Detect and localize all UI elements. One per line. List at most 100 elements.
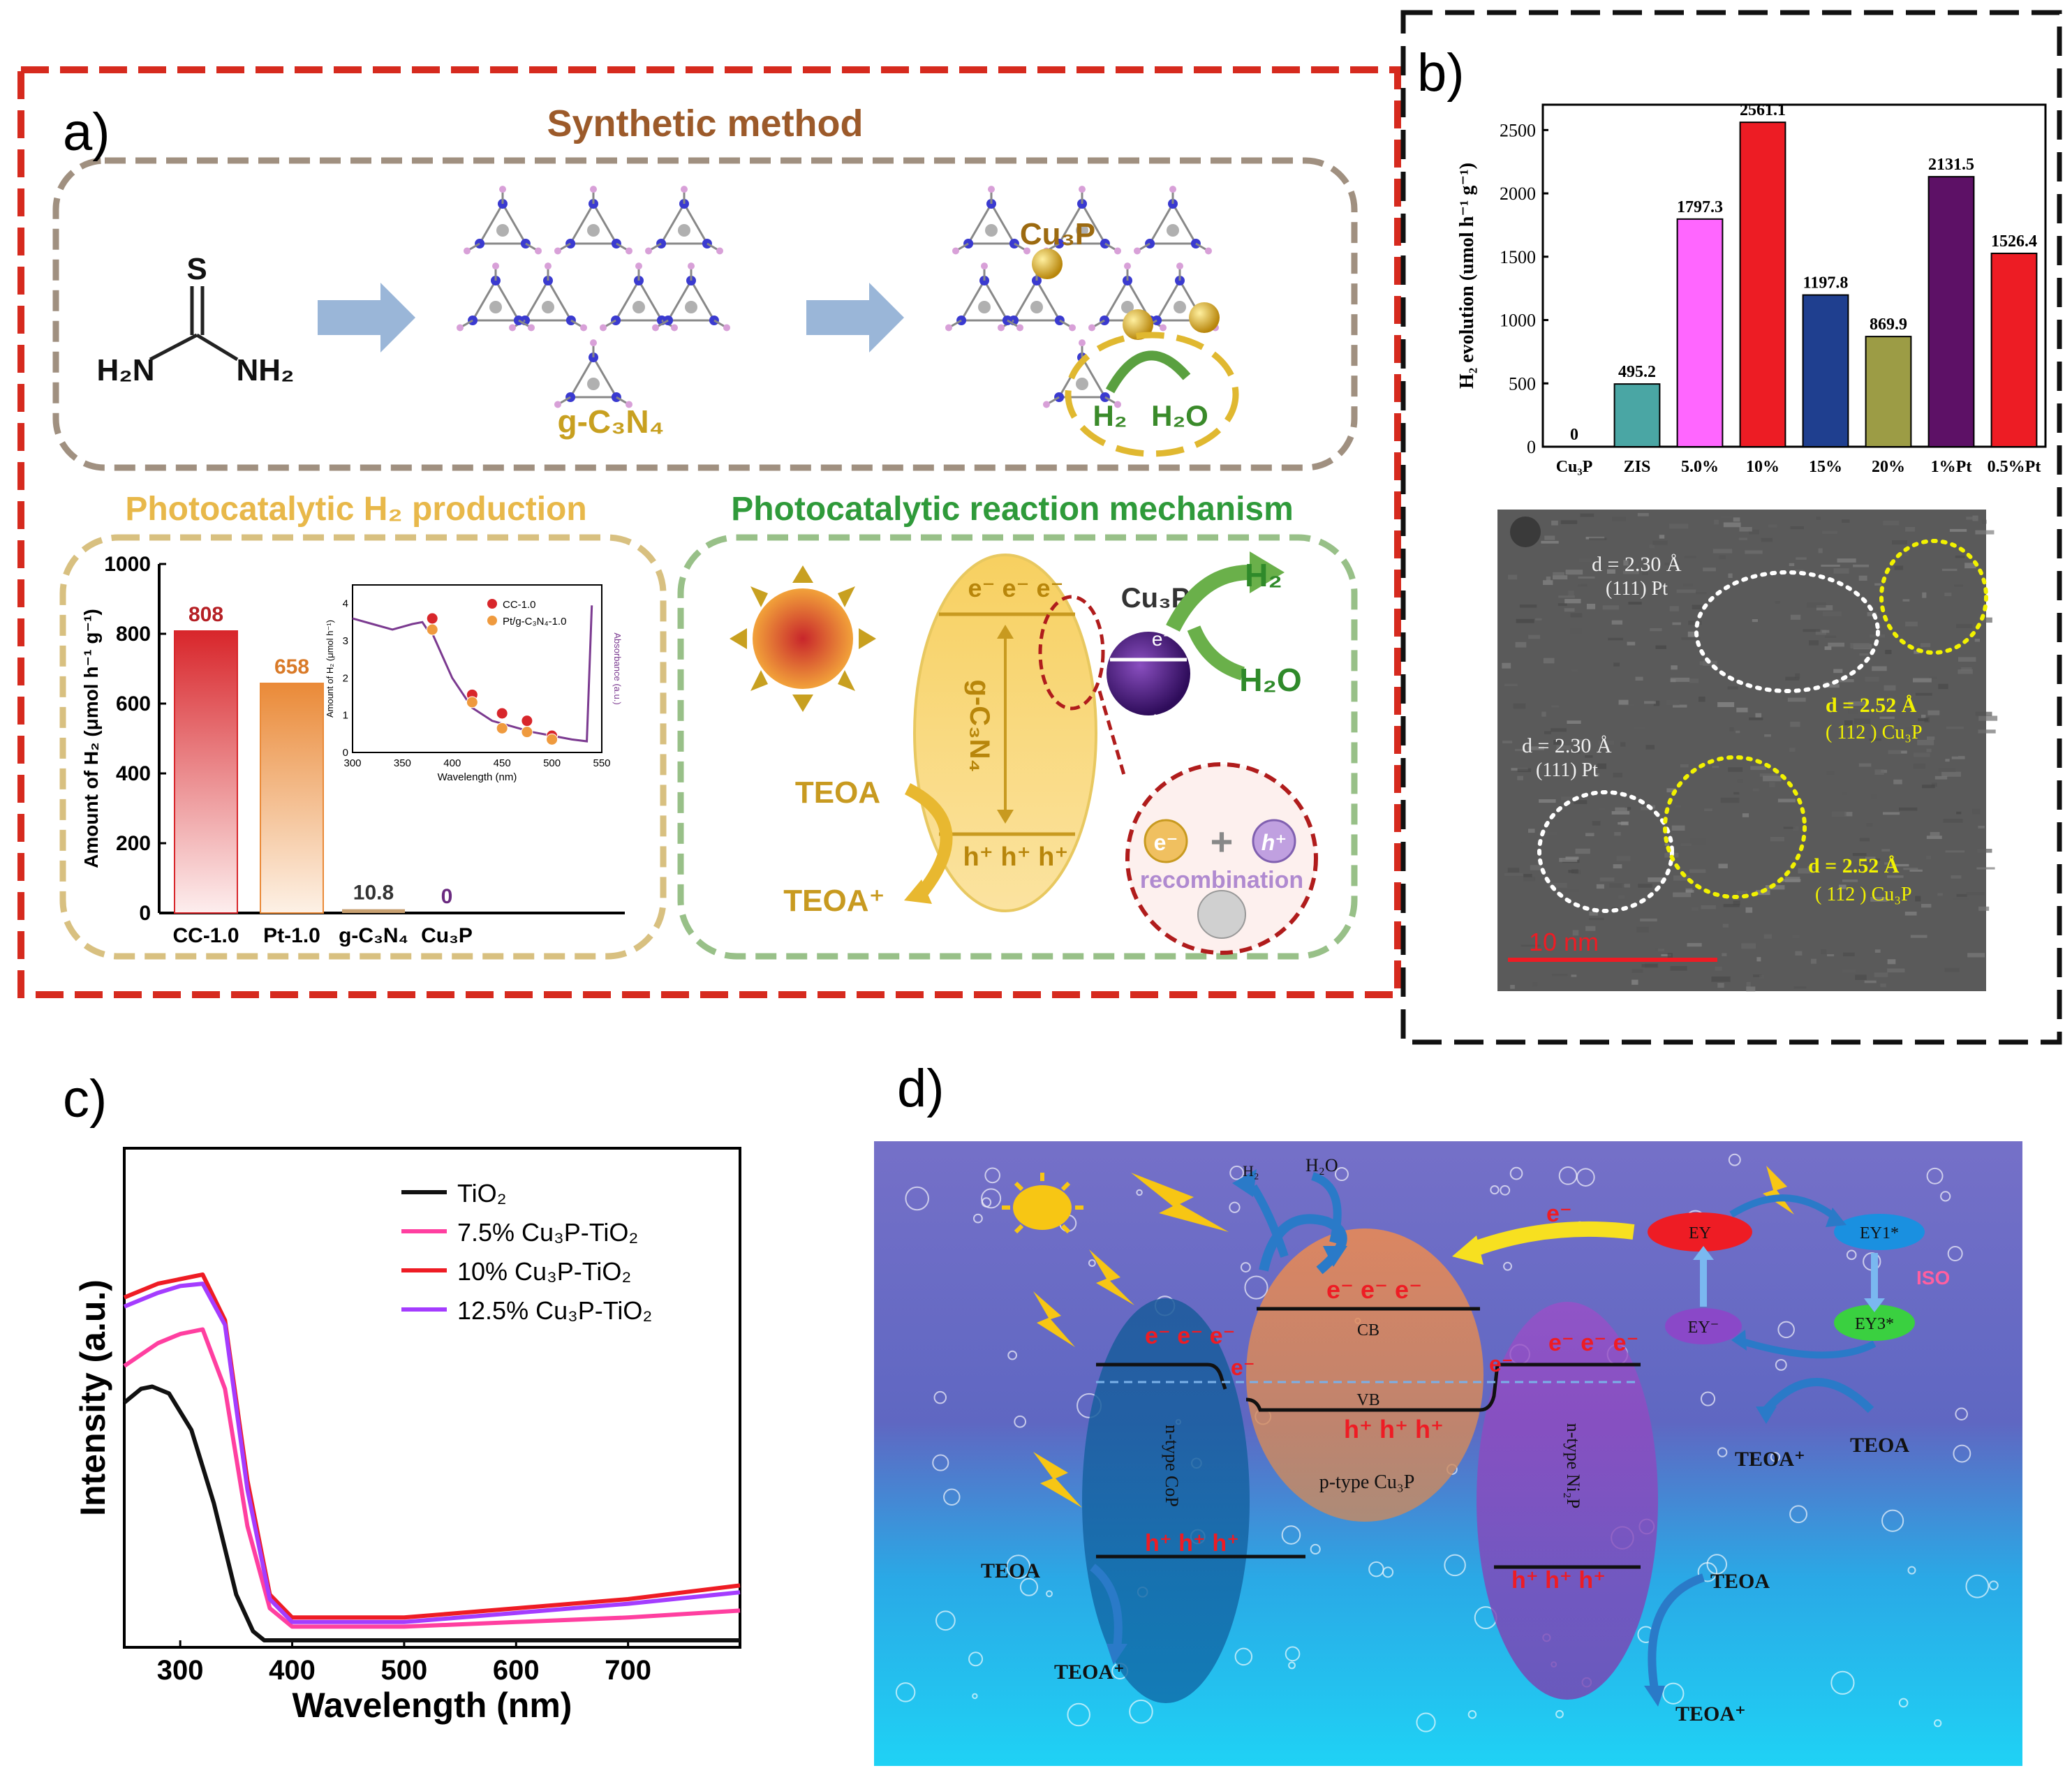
- tem-grain: [1927, 736, 1935, 741]
- panel-a-border: [17, 66, 1401, 998]
- tem-grain: [1609, 883, 1625, 889]
- bubble: [972, 1693, 978, 1700]
- y-tick-label: 1: [343, 710, 348, 722]
- tem-grain: [1953, 898, 1970, 900]
- cu3p-ball: [1107, 632, 1190, 715]
- tem-grain: [1602, 605, 1619, 610]
- x-tick-label: 400: [269, 1655, 316, 1686]
- tem-grain: [1842, 969, 1856, 973]
- bar-value-label: 495.2: [1618, 363, 1656, 381]
- tem-grain: [1519, 604, 1537, 608]
- d-teoa-left: TEOA: [981, 1559, 1040, 1582]
- tem-p1: (111) Pt: [1606, 578, 1668, 600]
- tem-grain: [1756, 957, 1761, 962]
- bubble: [1046, 1590, 1053, 1598]
- bubble: [1576, 1168, 1595, 1187]
- bubble: [1467, 1710, 1477, 1719]
- y-axis-label: Amount of H₂ (μmol h⁻¹): [325, 620, 335, 718]
- tem-grain: [1621, 704, 1634, 706]
- data-point: [546, 733, 558, 745]
- x-tick-label: 450: [494, 757, 511, 769]
- tem-grain: [1741, 943, 1756, 949]
- tem-grain: [1803, 629, 1821, 632]
- tem-grain: [1527, 829, 1535, 833]
- tem-grain: [1541, 711, 1546, 717]
- tem-grain: [1922, 785, 1935, 789]
- tem-grain: [1864, 980, 1877, 983]
- tem-grain: [1722, 923, 1729, 928]
- tem-grain: [1606, 569, 1615, 574]
- tem-grain: [1680, 764, 1689, 768]
- tem-grain: [1945, 850, 1965, 853]
- tem-grain: [1915, 896, 1921, 902]
- tem-grain: [1570, 613, 1583, 618]
- tem-grain: [1723, 904, 1740, 907]
- tem-grain: [1899, 807, 1918, 811]
- mech-h2o: H₂O: [1239, 662, 1301, 698]
- tem-grain: [1712, 766, 1719, 769]
- legend-marker: [487, 599, 497, 609]
- tem-grain: [1789, 563, 1795, 567]
- d-ey3: EY3*: [1855, 1315, 1894, 1333]
- panel-a-label: a): [63, 103, 110, 162]
- tem-grain: [1893, 779, 1902, 785]
- tem-grain: [1664, 563, 1680, 565]
- tem-grain: [1874, 769, 1884, 775]
- mech-e-small: e⁻: [1152, 628, 1173, 650]
- y-tick-label: 4: [343, 598, 348, 610]
- tem-grain: [1670, 677, 1690, 682]
- tem-d2: d = 2.52 Å: [1826, 694, 1917, 717]
- y-tick-label: 1500: [1500, 247, 1536, 267]
- y-tick-label: 3: [343, 635, 348, 647]
- tem-grain: [1698, 697, 1705, 702]
- h2o-label: H₂O: [1151, 399, 1208, 432]
- tem-grain: [1833, 568, 1849, 574]
- tem-grain: [1687, 943, 1702, 947]
- tem-image: d = 2.30 Å (111) Pt d = 2.52 Å ( 112 ) C…: [1497, 510, 1998, 992]
- tem-grain: [1961, 667, 1972, 671]
- tem-p2: ( 112 ) Cu₃P: [1826, 722, 1923, 743]
- tem-grain: [1680, 843, 1692, 847]
- tem-grain: [1884, 862, 1889, 865]
- y2-axis-label: Absorbance (a.u.): [612, 632, 623, 704]
- tem-grain: [1548, 882, 1567, 888]
- series-line: [123, 1327, 741, 1629]
- h-atom: [1088, 324, 1095, 332]
- tem-grain: [1938, 578, 1951, 583]
- y-tick-label: 2500: [1500, 120, 1536, 140]
- d-cu3p-e: e⁻ e⁻ e⁻: [1326, 1275, 1422, 1304]
- tem-grain: [1585, 833, 1594, 837]
- tem-grain: [1695, 591, 1707, 595]
- tem-grain: [1763, 775, 1782, 782]
- legend-label: 10% Cu₃P-TiO₂: [457, 1257, 631, 1286]
- tem-grain: [1541, 545, 1548, 548]
- thiourea-structure: S H₂N NH₂: [96, 252, 294, 387]
- tem-grain: [1934, 775, 1948, 780]
- tem-grain: [1551, 705, 1560, 708]
- bubble: [935, 1610, 956, 1631]
- tem-grain: [1972, 808, 1981, 815]
- tem-grain: [1750, 766, 1766, 771]
- bubble: [1830, 1670, 1855, 1695]
- tem-grain: [1589, 917, 1604, 920]
- tem-grain: [1586, 603, 1596, 609]
- tem-grain: [1885, 650, 1892, 655]
- panel-d-figure: d): [874, 1059, 2022, 1766]
- tem-grain: [1504, 873, 1523, 876]
- tem-grain: [1904, 912, 1917, 916]
- tem-grain: [1502, 741, 1513, 744]
- h-atom: [590, 186, 597, 193]
- tem-grain: [1880, 983, 1886, 988]
- tem-grain: [1831, 811, 1847, 817]
- tem-grain: [1890, 863, 1909, 867]
- tem-grain: [1517, 768, 1532, 773]
- production-title: Photocatalytic H₂ production: [125, 491, 586, 528]
- bar: [1676, 218, 1724, 447]
- tem-grain: [1914, 650, 1920, 654]
- tem-grain: [1690, 838, 1706, 845]
- tem-grain: [1853, 564, 1870, 567]
- bubble: [1416, 1712, 1436, 1732]
- mech-gcn: g-C₃N₄: [964, 679, 995, 772]
- tem-grain: [1967, 953, 1985, 958]
